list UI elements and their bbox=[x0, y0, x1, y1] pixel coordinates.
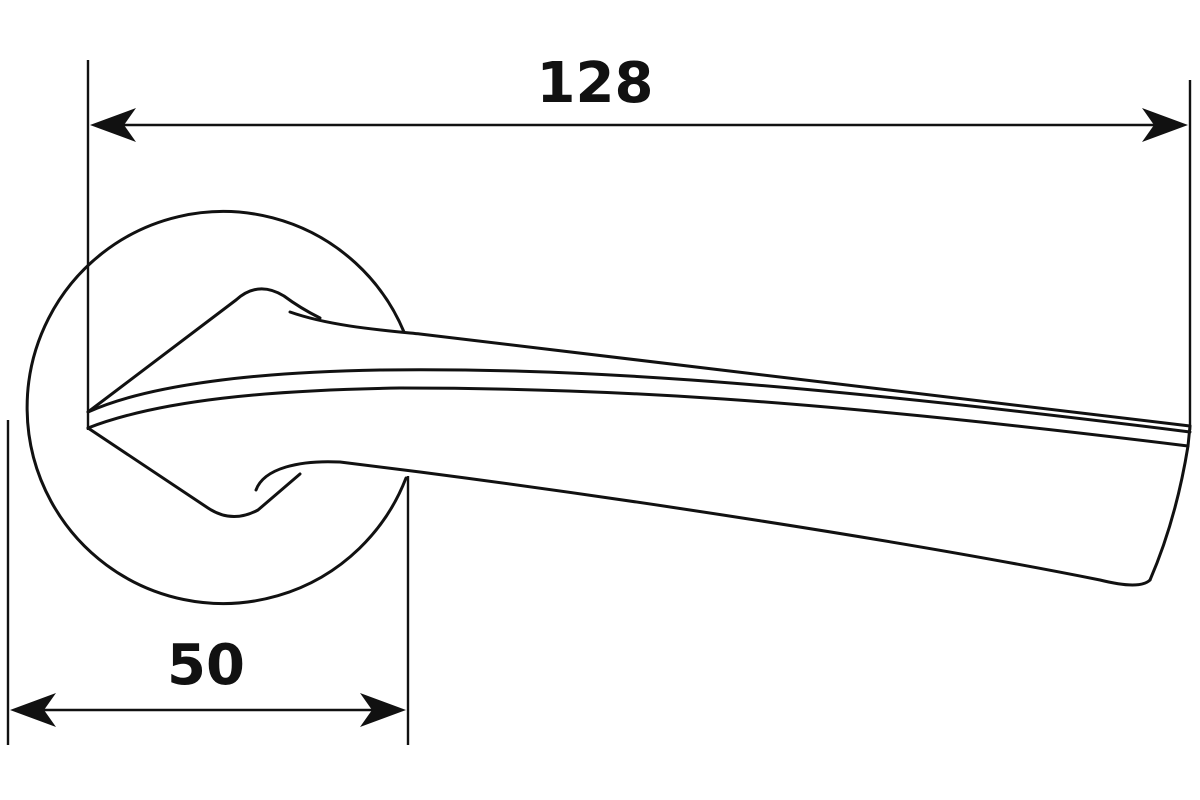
rosette-outline bbox=[25, 210, 408, 605]
lever-ridge-lower bbox=[86, 386, 1190, 448]
arrowhead-rosette-right bbox=[360, 693, 406, 727]
arrowhead-rosette-left bbox=[10, 693, 56, 727]
arrowhead-overall-left bbox=[90, 108, 136, 142]
lever-collar bbox=[86, 287, 322, 518]
arrowhead-overall-right bbox=[1142, 108, 1188, 142]
dimension-label-overall: 128 bbox=[537, 51, 654, 116]
dimension-label-rosette: 50 bbox=[167, 633, 245, 698]
lever-top-edge bbox=[288, 310, 1192, 428]
lever-ridge-upper bbox=[86, 368, 1192, 434]
lever-bottom-edge bbox=[254, 460, 1152, 587]
lever-tip bbox=[1148, 424, 1192, 582]
